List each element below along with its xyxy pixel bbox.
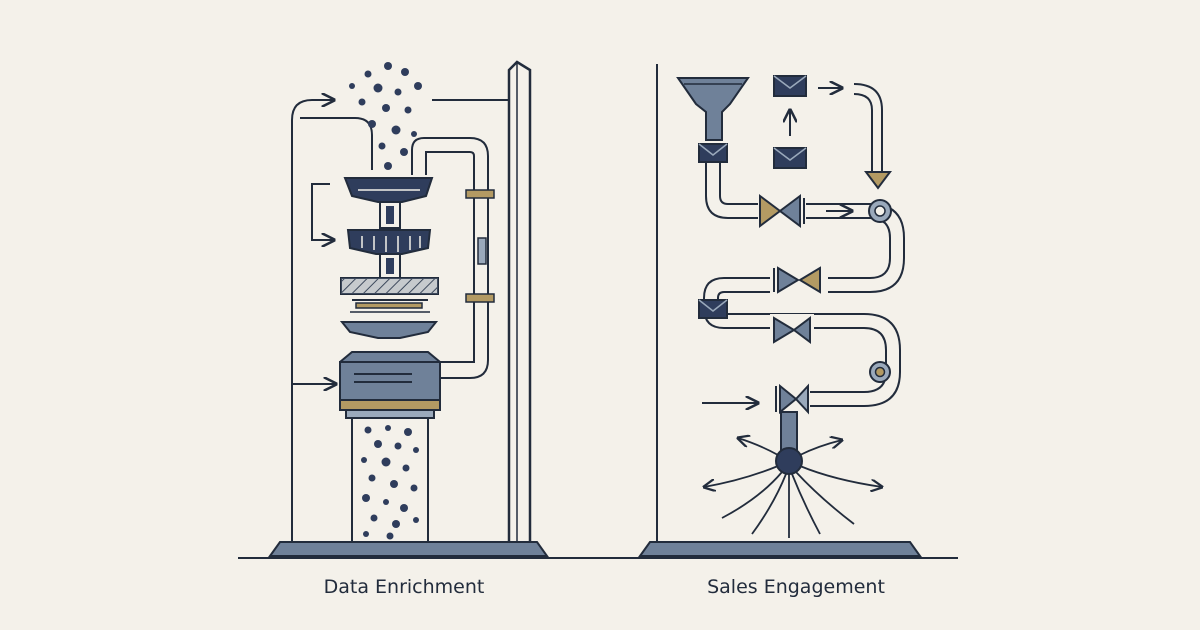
dispersion-lines xyxy=(704,438,882,538)
hub-node-icon xyxy=(775,447,803,475)
valve-icon xyxy=(770,314,814,344)
caption-sales-engagement: Sales Engagement xyxy=(707,576,885,598)
filter-stage-2 xyxy=(346,229,432,255)
particles-top-icon xyxy=(349,62,422,170)
envelope-icon xyxy=(698,299,728,319)
valve-icon xyxy=(770,264,828,294)
envelope-icon xyxy=(773,147,807,169)
filter-stage-3 xyxy=(339,321,439,339)
valve-icon xyxy=(774,383,810,415)
valve-icon xyxy=(758,194,806,228)
hatched-filter-plate xyxy=(340,277,439,295)
left-support-post xyxy=(507,60,532,542)
data-enrichment-machine xyxy=(268,60,549,557)
feed-arrow-top xyxy=(291,100,334,542)
return-pipe-inner xyxy=(425,151,475,363)
envelope-icon xyxy=(773,75,807,97)
drop-indicator xyxy=(864,171,892,190)
sales-engagement-pipeline xyxy=(638,64,922,557)
pipeline-outer xyxy=(703,162,891,393)
particles-bottom-icon xyxy=(361,425,419,540)
sight-glass xyxy=(477,237,487,265)
caption-data-enrichment: Data Enrichment xyxy=(323,576,485,598)
left-base-plinth xyxy=(268,541,549,557)
funnel-icon xyxy=(676,77,750,141)
gauge-icon xyxy=(869,361,891,383)
return-pipe-outer xyxy=(411,137,489,379)
envelope-icon xyxy=(698,143,728,163)
gauge-icon xyxy=(868,199,892,223)
right-base-plinth xyxy=(638,541,922,557)
output-column xyxy=(351,417,429,543)
